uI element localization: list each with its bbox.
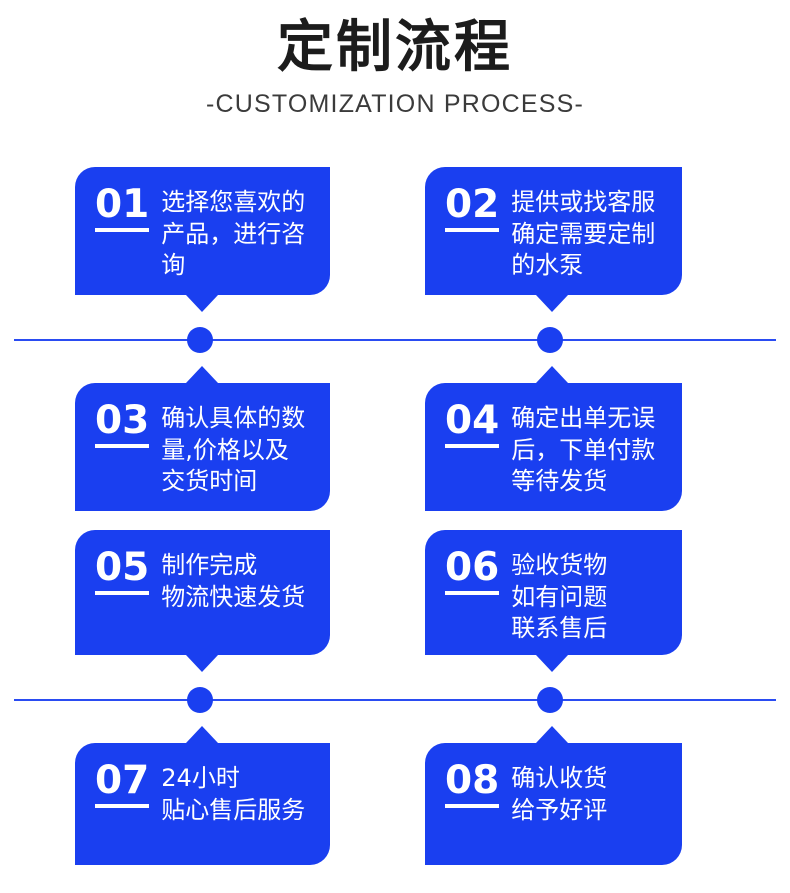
connector-line-bottom [14, 699, 776, 701]
pointer-down-icon-02 [536, 295, 568, 312]
step-number-underline [95, 444, 150, 449]
step-number-block: 05 [95, 545, 150, 596]
step-card-04[interactable]: 04 确定出单无误 后，下单付款 等待发货 [425, 383, 682, 511]
step-number: 05 [95, 545, 150, 590]
step-text: 确认具体的数 量,价格以及 交货时间 [161, 404, 306, 496]
connector-line-top [14, 339, 776, 341]
step-number-underline [445, 804, 500, 809]
step-number-block: 02 [445, 182, 500, 233]
step-text: 选择您喜欢的 产品，进行咨 询 [161, 188, 306, 280]
step-number-underline [95, 591, 150, 596]
connector-dot-left-bottom [187, 687, 213, 713]
connector-dot-right-bottom [537, 687, 563, 713]
connector-dot-right-top [537, 327, 563, 353]
step-number-underline [95, 804, 150, 809]
step-text: 24小时 贴心售后服务 [161, 764, 306, 824]
step-card-05[interactable]: 05 制作完成 物流快速发货 [75, 530, 330, 655]
step-number-block: 08 [445, 758, 500, 809]
page-title: 定制流程 [277, 15, 513, 80]
page-subtitle: -CUSTOMIZATION PROCESS- [205, 90, 585, 119]
step-number: 02 [445, 182, 500, 227]
step-text: 验收货物 如有问题 联系售后 [511, 551, 608, 643]
header: 定制流程 -CUSTOMIZATION PROCESS- [0, 0, 790, 119]
pointer-down-icon-01 [186, 295, 218, 312]
connector-dot-left-top [187, 327, 213, 353]
step-card-08[interactable]: 08 确认收货 给予好评 [425, 743, 682, 865]
step-number: 07 [95, 758, 150, 803]
step-text: 确认收货 给予好评 [511, 764, 608, 824]
step-card-06[interactable]: 06 验收货物 如有问题 联系售后 [425, 530, 682, 655]
pointer-up-icon-08 [536, 726, 568, 743]
step-number-block: 06 [445, 545, 500, 596]
step-number: 01 [95, 182, 150, 227]
step-card-03[interactable]: 03 确认具体的数 量,价格以及 交货时间 [75, 383, 330, 511]
step-number: 03 [95, 398, 150, 443]
step-card-07[interactable]: 07 24小时 贴心售后服务 [75, 743, 330, 865]
pointer-up-icon-07 [186, 726, 218, 743]
step-number-block: 07 [95, 758, 150, 809]
step-number-block: 03 [95, 398, 150, 449]
step-number: 04 [445, 398, 500, 443]
step-card-01[interactable]: 01 选择您喜欢的 产品，进行咨 询 [75, 167, 330, 295]
step-text: 提供或找客服 确定需要定制 的水泵 [511, 188, 656, 280]
step-number-underline [95, 228, 150, 233]
pointer-down-icon-06 [536, 655, 568, 672]
pointer-up-icon-03 [186, 366, 218, 383]
step-number-underline [445, 228, 500, 233]
step-number: 06 [445, 545, 500, 590]
step-number-underline [445, 444, 500, 449]
step-number-block: 04 [445, 398, 500, 449]
step-text: 确定出单无误 后，下单付款 等待发货 [511, 404, 656, 496]
step-text: 制作完成 物流快速发货 [161, 551, 306, 611]
step-card-02[interactable]: 02 提供或找客服 确定需要定制 的水泵 [425, 167, 682, 295]
step-number-block: 01 [95, 182, 150, 233]
pointer-up-icon-04 [536, 366, 568, 383]
pointer-down-icon-05 [186, 655, 218, 672]
step-number-underline [445, 591, 500, 596]
step-number: 08 [445, 758, 500, 803]
